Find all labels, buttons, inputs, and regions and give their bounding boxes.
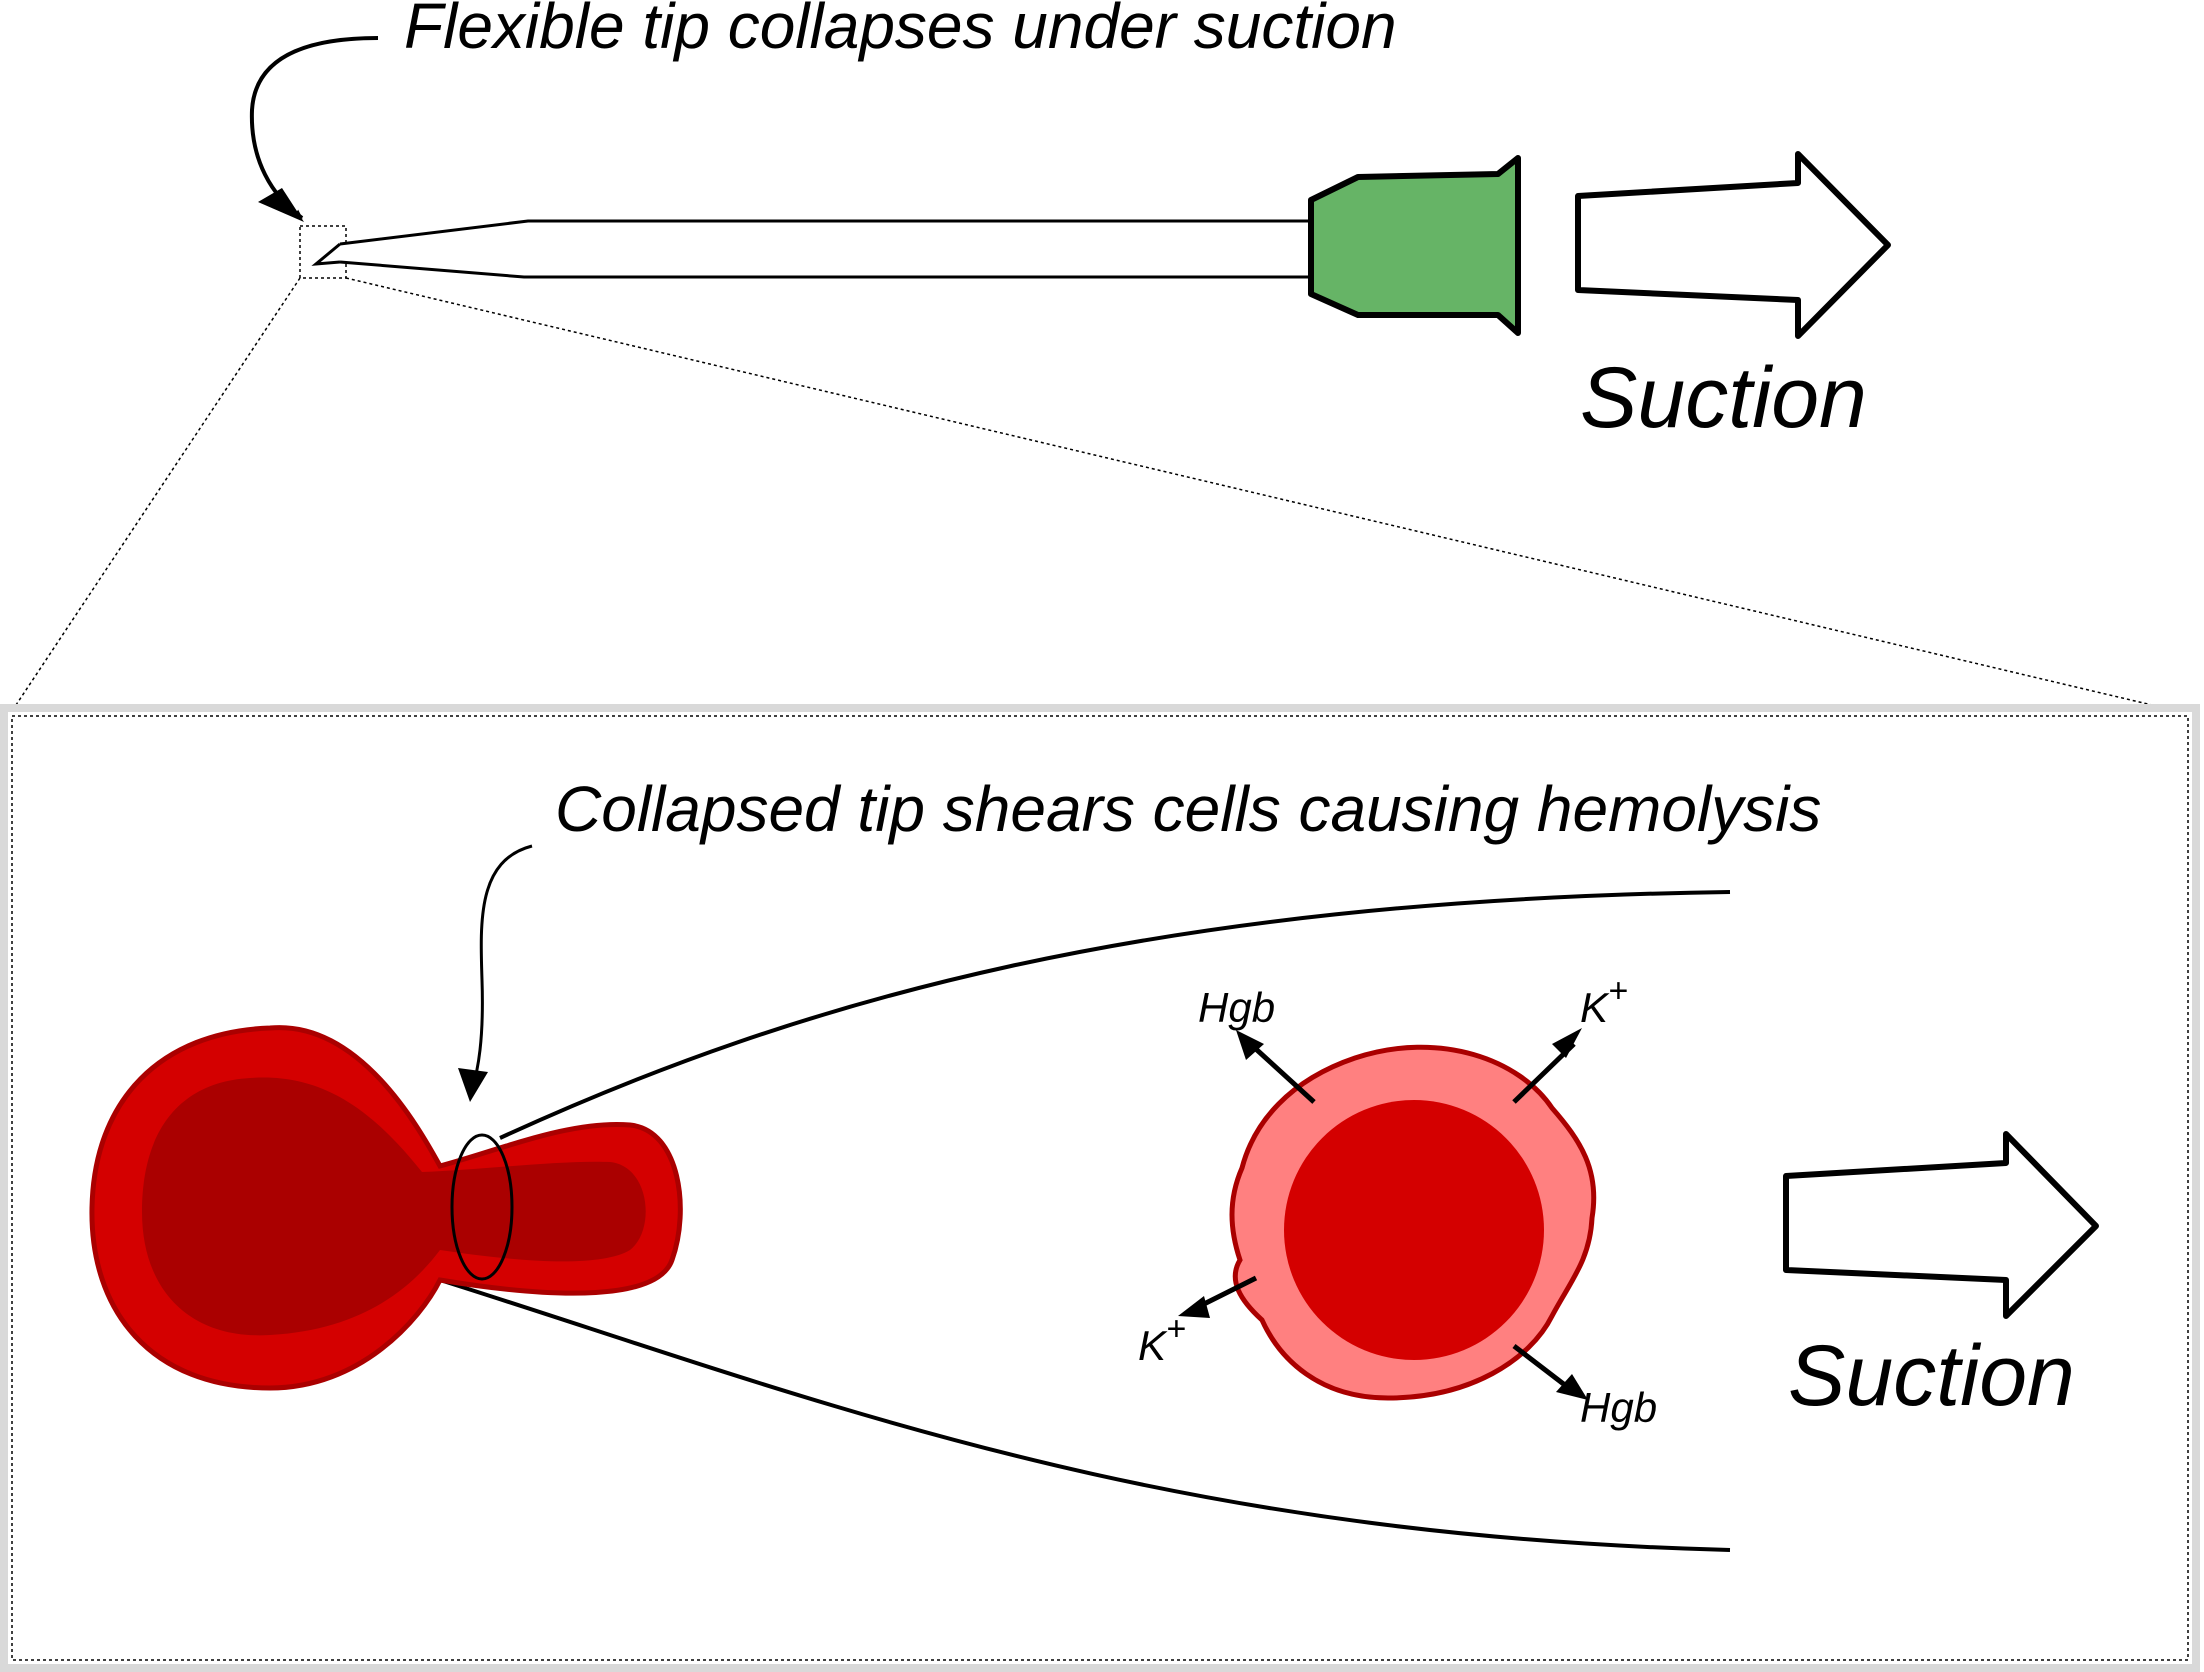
- top-caption-pointer-arrow: [249, 36, 379, 220]
- detail-caption-pointer-arrow: [470, 844, 533, 1091]
- sheared-red-blood-cell: [89, 1025, 683, 1391]
- pipette-overview: Flexible tip collapses under suction Suc…: [249, 0, 1891, 446]
- detail-caption-pointer-head: [458, 1068, 488, 1102]
- top-suction-label: Suction: [1580, 350, 1867, 446]
- tip-wall-lower: [439, 1278, 1731, 1552]
- hgb-top-arrow-icon: [1244, 1038, 1316, 1104]
- detail-suction-arrow: [1783, 1131, 2099, 1319]
- lysed-red-blood-cell: [1229, 1044, 1597, 1401]
- top-caption: Flexible tip collapses under suction: [404, 0, 1397, 62]
- pipette-stem: [339, 219, 1314, 279]
- detail-panel: Collapsed tip shears cells causing hemol…: [0, 704, 2200, 1672]
- top-caption-pointer-head: [258, 188, 304, 222]
- collapsed-tip: [311, 242, 341, 266]
- collapsed-tip-ring: [450, 1133, 514, 1281]
- tip-wall-upper: [499, 890, 1731, 1140]
- pipette-bulb: [1308, 155, 1521, 336]
- k-bottom-superscript: +: [1166, 1310, 1186, 1348]
- tip-zoom-box: [299, 225, 347, 279]
- top-suction-arrow: [1575, 151, 1891, 339]
- hgb-bottom-label: Hgb: [1580, 1384, 1657, 1431]
- sheared-cell-inner: [142, 1077, 646, 1336]
- k-bottom-label: K+: [1138, 1310, 1186, 1369]
- detail-suction-label: Suction: [1788, 1328, 2075, 1424]
- k-top-label: K+: [1580, 972, 1628, 1031]
- k-top-superscript: +: [1608, 972, 1628, 1010]
- zoom-projection-lines: [9, 277, 2191, 715]
- lysed-cell-core: [1284, 1100, 1544, 1360]
- release-arrows: [1178, 1028, 1588, 1400]
- hgb-top-label: Hgb: [1198, 984, 1275, 1031]
- detail-caption: Collapsed tip shears cells causing hemol…: [555, 773, 1821, 845]
